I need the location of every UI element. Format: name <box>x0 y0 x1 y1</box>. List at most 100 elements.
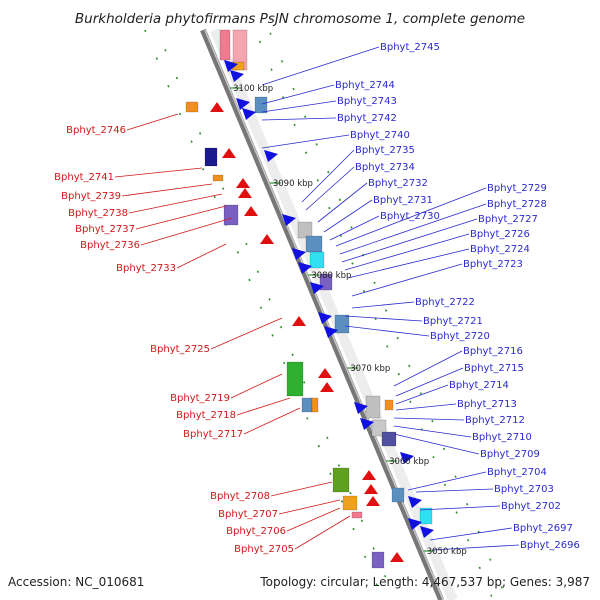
forward-gene-label: Bphyt_2724 <box>470 244 530 255</box>
forward-gene-label: Bphyt_2703 <box>494 484 554 495</box>
forward-leader-line <box>393 425 472 438</box>
tick-label: 3060 kbp <box>389 457 429 467</box>
forward-gene-label: Bphyt_2721 <box>423 316 483 327</box>
reverse-leader-line <box>278 499 341 515</box>
forward-gene-label: Bphyt_2728 <box>487 199 547 210</box>
forward-gene-arrow <box>310 282 324 294</box>
gene-block <box>381 431 397 447</box>
forward-gene-label: Bphyt_2742 <box>337 113 397 124</box>
forward-leader-line <box>261 100 337 113</box>
gene-block <box>286 361 304 397</box>
gene-block <box>219 29 231 61</box>
reverse-gene-arrow <box>320 382 334 392</box>
reverse-leader-line <box>210 317 283 350</box>
forward-gene-label: Bphyt_2696 <box>520 540 580 551</box>
forward-leader-line <box>344 315 423 322</box>
reverse-gene-label: Bphyt_2739 <box>61 191 121 202</box>
forward-gene-label: Bphyt_2734 <box>355 162 415 173</box>
forward-gene-label: Bphyt_2744 <box>335 80 395 91</box>
forward-gene-label: Bphyt_2731 <box>373 195 433 206</box>
forward-gene-label: Bphyt_2730 <box>380 211 440 222</box>
reverse-gene-label: Bphyt_2737 <box>75 224 135 235</box>
reverse-gene-label: Bphyt_2706 <box>226 526 286 537</box>
forward-gene-label: Bphyt_2745 <box>380 42 440 53</box>
reverse-gene-label: Bphyt_2746 <box>66 125 126 136</box>
gene-block <box>212 174 224 182</box>
reverse-gene-arrow <box>222 148 236 158</box>
gene-block <box>223 204 239 226</box>
forward-leader-line <box>395 384 449 405</box>
forward-gene-label: Bphyt_2704 <box>487 467 547 478</box>
gene-block <box>311 397 319 413</box>
reverse-gene-label: Bphyt_2733 <box>116 263 176 274</box>
reverse-gene-arrow <box>292 316 306 326</box>
gene-block <box>384 399 394 411</box>
forward-gene-label: Bphyt_2722 <box>415 297 475 308</box>
forward-leader-line <box>395 403 457 411</box>
forward-gene-label: Bphyt_2720 <box>430 331 490 342</box>
forward-leader-line <box>341 218 478 263</box>
forward-gene-label: Bphyt_2716 <box>463 346 523 357</box>
reverse-leader-line <box>294 515 351 550</box>
forward-gene-label: Bphyt_2740 <box>350 130 410 141</box>
reverse-leader-line <box>270 481 333 497</box>
tick-label: 3080 kbp <box>311 271 351 281</box>
forward-gene-label: Bphyt_2723 <box>463 259 523 270</box>
forward-gene-label: Bphyt_2710 <box>472 432 532 443</box>
forward-gene-label: Bphyt_2726 <box>470 229 530 240</box>
reverse-gene-label: Bphyt_2741 <box>54 172 114 183</box>
forward-gene-arrow <box>236 98 250 110</box>
forward-gene-arrow <box>354 402 368 414</box>
forward-gene-arrow <box>224 60 238 72</box>
gene-block <box>391 487 405 503</box>
summary-text: Topology: circular; Length: 4,467,537 bp… <box>259 575 590 589</box>
forward-leader-line <box>395 367 464 397</box>
reverse-gene-label: Bphyt_2705 <box>234 544 294 555</box>
forward-leader-line <box>317 182 368 223</box>
forward-gene-label: Bphyt_2729 <box>487 183 547 194</box>
gene-block <box>371 551 385 569</box>
reverse-gene-label: Bphyt_2708 <box>210 491 270 502</box>
reverse-leader-line <box>128 193 223 214</box>
reverse-leader-line <box>230 373 283 399</box>
gene-block <box>305 235 323 253</box>
forward-gene-arrow <box>408 496 422 508</box>
forward-gene-label: Bphyt_2713 <box>457 399 517 410</box>
forward-leader-line <box>415 488 494 493</box>
gene-block <box>419 507 433 525</box>
reverse-gene-label: Bphyt_2736 <box>80 240 140 251</box>
forward-leader-line <box>261 117 337 121</box>
map-title: Burkholderia phytofirmans PsJN chromosom… <box>75 11 525 27</box>
forward-leader-line <box>351 301 415 309</box>
track-guide <box>268 29 508 600</box>
reverse-gene-arrow <box>238 188 252 198</box>
reverse-gene-arrow <box>210 102 224 112</box>
reverse-gene-arrow <box>244 206 258 216</box>
labels-layer: Bphyt_2745Bphyt_2744Bphyt_2743Bphyt_2742… <box>54 42 580 555</box>
gene-block <box>351 511 363 519</box>
forward-gene-label: Bphyt_2712 <box>465 415 525 426</box>
forward-gene-arrow <box>282 214 296 226</box>
forward-gene-arrow <box>400 452 414 464</box>
forward-gene-label: Bphyt_2697 <box>513 523 573 534</box>
reverse-gene-label: Bphyt_2738 <box>68 208 128 219</box>
tick-label: 3050 kbp <box>427 547 467 557</box>
forward-gene-arrow <box>324 326 338 338</box>
gene-block <box>332 467 350 493</box>
forward-gene-arrow <box>298 262 312 274</box>
reverse-gene-label: Bphyt_2725 <box>150 344 210 355</box>
tick-label: 3070 kbp <box>350 364 390 374</box>
reverse-gene-arrow <box>260 234 274 244</box>
forward-leader-line <box>261 134 350 149</box>
gene-block <box>301 397 313 413</box>
reverse-leader-line <box>236 397 291 416</box>
forward-gene-arrow <box>360 418 374 430</box>
reverse-leader-line <box>121 183 213 197</box>
forward-leader-line <box>335 187 487 247</box>
forward-leader-line <box>393 433 480 455</box>
reverse-gene-label: Bphyt_2718 <box>176 410 236 421</box>
forward-gene-label: Bphyt_2702 <box>501 501 561 512</box>
reverse-leader-line <box>140 217 233 246</box>
forward-leader-line <box>339 203 487 255</box>
forward-leader-line <box>301 149 355 203</box>
